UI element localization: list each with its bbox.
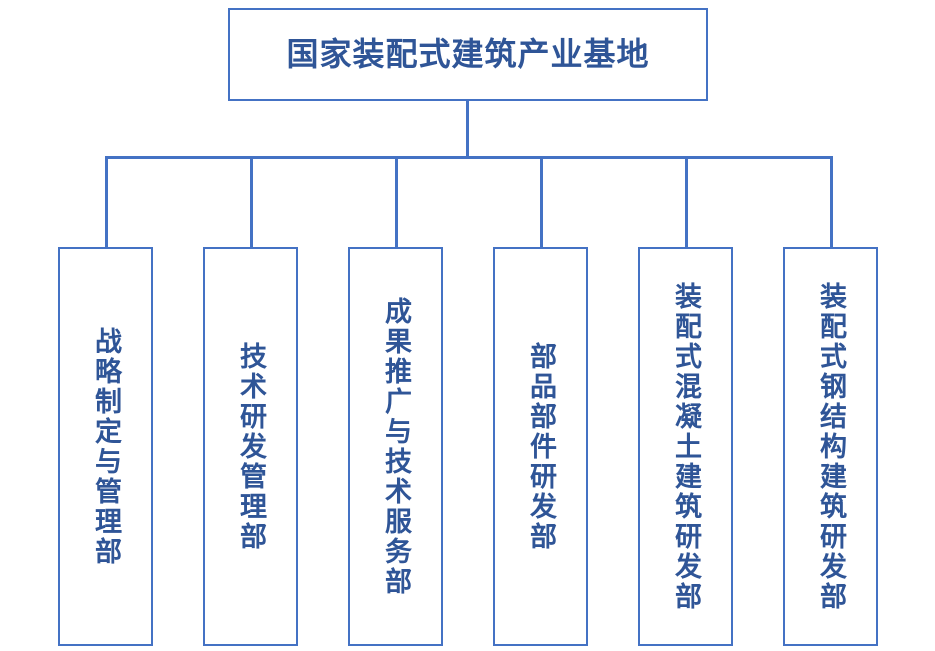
child-node-5-label: 装配式混凝土建筑研发部: [670, 281, 702, 612]
child-node-6[interactable]: 装配式钢结构建筑研发部: [783, 247, 878, 646]
connector-root-stem: [466, 101, 469, 159]
child-node-4[interactable]: 部品部件研发部: [493, 247, 588, 646]
connector-drop-1: [105, 156, 108, 247]
child-node-6-label: 装配式钢结构建筑研发部: [815, 281, 847, 612]
child-node-1[interactable]: 战略制定与管理部: [58, 247, 153, 646]
root-node[interactable]: 国家装配式建筑产业基地: [228, 8, 708, 101]
child-node-3-label: 成果推广与技术服务部: [380, 296, 412, 597]
connector-drop-4: [540, 156, 543, 247]
connector-drop-3: [395, 156, 398, 247]
connector-drop-6: [830, 156, 833, 247]
connector-drop-5: [685, 156, 688, 247]
child-node-3[interactable]: 成果推广与技术服务部: [348, 247, 443, 646]
child-node-5[interactable]: 装配式混凝土建筑研发部: [638, 247, 733, 646]
root-node-label: 国家装配式建筑产业基地: [286, 34, 650, 73]
child-node-1-label: 战略制定与管理部: [90, 326, 122, 567]
connector-drop-2: [250, 156, 253, 247]
child-node-2[interactable]: 技术研发管理部: [203, 247, 298, 646]
child-node-2-label: 技术研发管理部: [235, 341, 267, 552]
connector-horizontal-bus: [105, 156, 833, 159]
child-node-4-label: 部品部件研发部: [525, 341, 557, 552]
